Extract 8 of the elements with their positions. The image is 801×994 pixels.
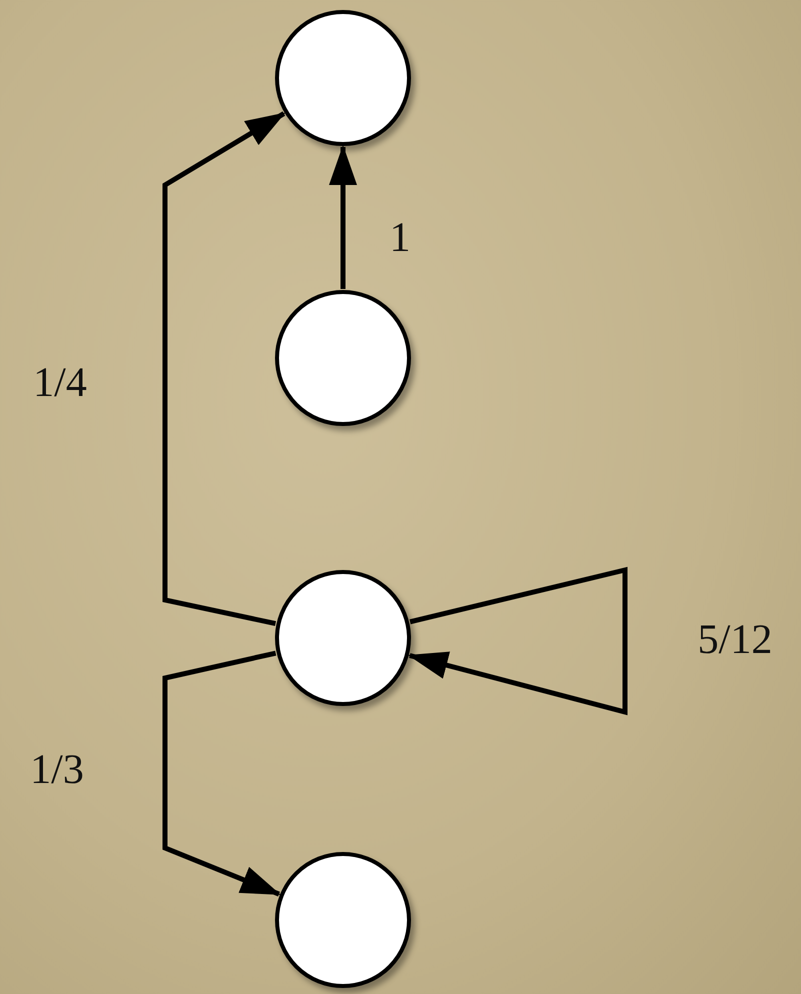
edge-label: 1/4 <box>33 362 87 404</box>
arrow <box>408 566 628 716</box>
edge-label: 1/3 <box>30 749 84 791</box>
arrow <box>162 111 286 626</box>
edge-label: 1 <box>390 217 410 259</box>
arrow <box>162 650 281 896</box>
edge-label: 5/12 <box>698 619 772 661</box>
arrow <box>329 145 357 289</box>
